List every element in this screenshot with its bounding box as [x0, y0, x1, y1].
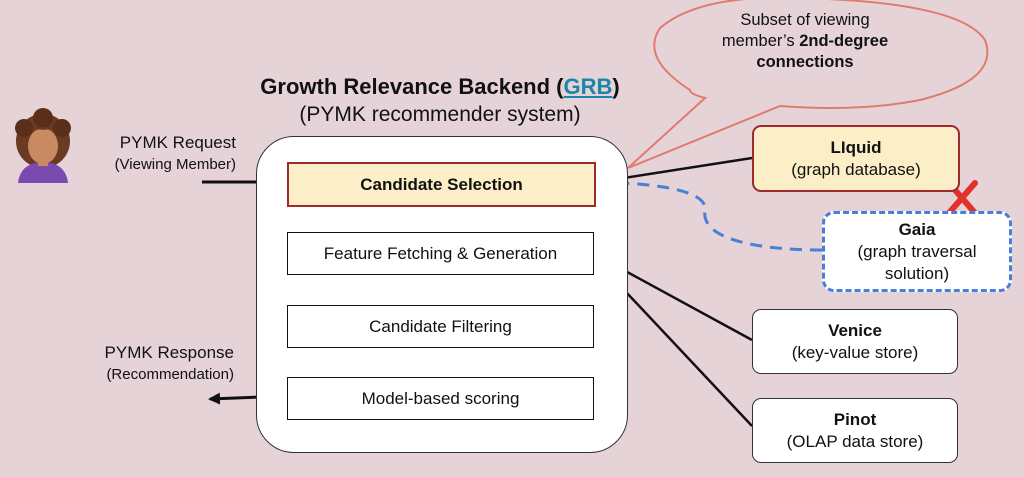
store-venice-desc: (key-value store) — [791, 342, 919, 362]
backend-title-prefix: Growth Relevance Backend ( — [260, 74, 564, 99]
store-pinot-name: Pinot — [833, 409, 877, 429]
callout-text: Subset of viewing member’s 2nd-degree co… — [690, 10, 920, 73]
response-sublabel: (Recommendation) — [106, 366, 234, 383]
backend-title-suffix: ) — [612, 74, 620, 99]
store-gaia: Gaia (graph traversal solution) — [822, 211, 1012, 292]
backend-subtitle: (PYMK recommender system) — [299, 103, 581, 126]
request-label-group: PYMK Request (Viewing Member) — [60, 132, 236, 176]
callout-line-1: Subset of viewing — [740, 11, 870, 29]
stage-candidate-selection: Candidate Selection — [287, 162, 596, 207]
store-llquid-desc: (graph database) — [791, 159, 921, 179]
backend-title: Growth Relevance Backend (GRB) — [190, 74, 690, 100]
stage-feature-fetching: Feature Fetching & Generation — [287, 232, 594, 275]
stage-candidate-filtering: Candidate Filtering — [287, 305, 594, 348]
store-gaia-name: Gaia — [898, 219, 936, 239]
request-sublabel: (Viewing Member) — [114, 156, 236, 173]
store-venice: Venice (key-value store) — [752, 309, 958, 374]
person-avatar-icon — [15, 108, 71, 183]
callout-bubble — [627, 0, 989, 169]
callout-line-2: member’s 2nd-degree — [690, 31, 920, 52]
response-label-group: PYMK Response (Recommendation) — [50, 342, 234, 386]
store-venice-name: Venice — [828, 320, 882, 340]
store-pinot: Pinot (OLAP data store) — [752, 398, 958, 463]
store-pinot-desc: (OLAP data store) — [786, 431, 924, 451]
request-label: PYMK Request — [119, 133, 236, 152]
store-gaia-desc: (graph traversal solution) — [857, 241, 977, 283]
callout-line-3: connections — [690, 52, 920, 73]
response-label: PYMK Response — [104, 343, 234, 362]
callout-line-2-bold: 2nd-degree — [799, 32, 889, 50]
store-llquid-name: LIquid — [830, 137, 882, 157]
store-llquid: LIquid (graph database) — [752, 125, 960, 192]
callout-line-3-bold: connections — [756, 53, 854, 71]
callout-line-2-prefix: member’s — [721, 32, 800, 50]
stage-model-scoring: Model-based scoring — [287, 377, 594, 420]
grb-link[interactable]: GRB — [563, 74, 613, 99]
